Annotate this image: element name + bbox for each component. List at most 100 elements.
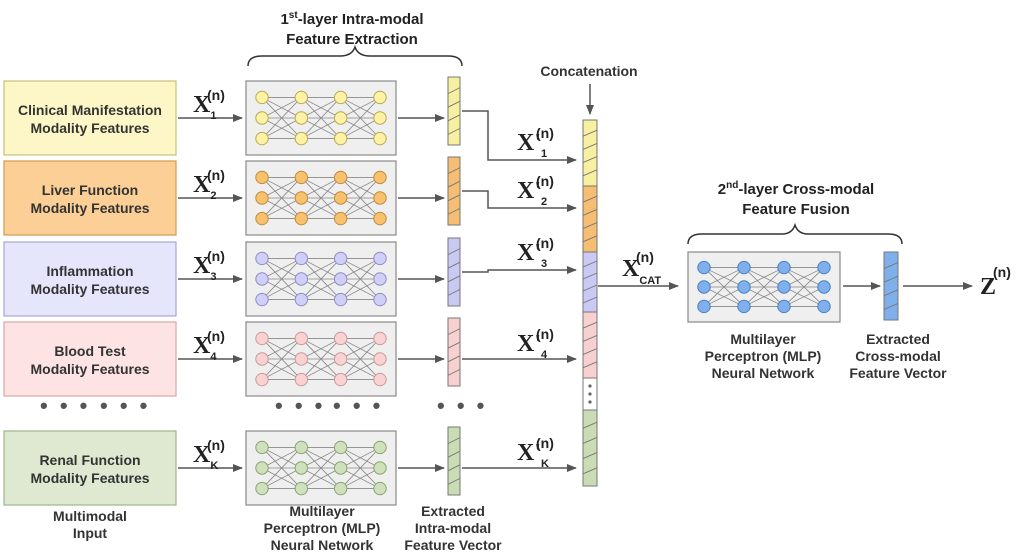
modality-2-mlp-node xyxy=(333,211,348,226)
modality-3-mlp-node xyxy=(255,272,269,286)
modality-2-mlp-node xyxy=(255,191,269,205)
modality-3-feature-sup: (n) xyxy=(536,235,554,251)
modality-2-mlp-edge xyxy=(261,177,302,219)
modality-1-box xyxy=(3,80,177,156)
modality-3-mlp-edge xyxy=(340,278,381,300)
modality-2-feature-vector-cell-line xyxy=(447,180,461,188)
fusion-mlp-net-node xyxy=(817,299,831,314)
modality-1-mlp-edge xyxy=(301,97,341,139)
modality-1-input-sup: (n) xyxy=(207,87,225,103)
modality-1-mlp-node xyxy=(333,111,348,125)
fusion-mlp-net-edge xyxy=(703,267,745,288)
modality-3-mlp-edge xyxy=(261,258,302,300)
concatenation-label: Concatenation xyxy=(540,63,637,79)
modality-1-feature-vector-cell-line xyxy=(447,114,461,122)
fusion-vector-caption-2: Cross-modal xyxy=(855,348,941,364)
modality-1-feature-sup: (n) xyxy=(536,125,554,141)
modality-3-mlp-node xyxy=(333,251,348,266)
stage2-title-line2: Feature Fusion xyxy=(742,201,850,218)
modality-5-mlp-edge xyxy=(340,447,381,489)
fusion-mlp-caption-2: Perceptron (MLP) xyxy=(705,348,822,364)
modality-2-mlp-edge xyxy=(340,177,381,219)
modality-1-mlp-node xyxy=(373,111,387,125)
fusion-mlp-net-edge xyxy=(783,267,825,288)
modality-5-feature-vector-cell-line xyxy=(447,437,461,445)
concat-ellipsis-dot xyxy=(588,392,592,396)
modality-5-mlp-edge xyxy=(301,447,341,489)
modality-4-mlp-edge xyxy=(301,358,341,380)
modality-4-feature-vector-cell-line xyxy=(447,341,461,349)
modality-2-feature-vector-cell-line xyxy=(447,167,461,175)
concat-ellipsis-dot xyxy=(588,384,592,388)
modality-1-mlp-edge xyxy=(301,117,341,139)
modality-2-mlp-edge xyxy=(340,197,381,219)
modality-2-box xyxy=(3,160,177,236)
modality-3-mlp-node xyxy=(333,272,348,286)
stage2-brace xyxy=(687,222,903,245)
modality-5-mlp-edge xyxy=(261,447,302,489)
modality-4-label-1: Blood Test xyxy=(54,343,126,359)
modality-3-feature-vector-cell-line xyxy=(447,248,461,256)
modality-3-mlp-edge xyxy=(301,258,341,300)
extracted-caption-3: Feature Vector xyxy=(404,537,502,553)
modality-1-to-concat-arrow xyxy=(462,110,577,164)
modality-5-mlp-node xyxy=(333,440,348,455)
concat-segment-4-cell-line xyxy=(582,321,598,329)
modality-3-label-2: Modality Features xyxy=(30,281,149,297)
modality-2-label-2: Modality Features xyxy=(30,200,149,216)
modality-5-mlp-node xyxy=(373,461,387,475)
modality-2-mlp-edge xyxy=(340,177,381,199)
fusion-mlp xyxy=(687,251,841,323)
stage2-title-ordinal: 2 xyxy=(718,181,726,198)
modality-1-mlp-node xyxy=(255,111,269,125)
concat-segment-6-cell-line xyxy=(582,467,598,475)
modality-1-feature-vector-cell-line xyxy=(447,100,461,108)
fusion-mlp-net-node xyxy=(817,280,831,294)
fusion-mlp-net-node xyxy=(817,260,831,275)
fusion-mlp-net-edge xyxy=(703,286,745,307)
cross-modal-feature-vector xyxy=(883,251,899,321)
modality-4-feature-vector-frame xyxy=(447,317,461,387)
modality-1-mlp-node xyxy=(294,131,309,146)
concat-segment-2-cell-line xyxy=(582,208,598,216)
modality-2-mlp-node xyxy=(255,170,269,185)
modality-2-feature-vector xyxy=(447,156,461,226)
modality-3-mlp-edge xyxy=(301,258,341,280)
concatenated-vector xyxy=(582,119,598,487)
modality-1-mlp-edge xyxy=(340,97,381,119)
modality-5-mlp-node xyxy=(333,461,348,475)
stage1-title-sup: st xyxy=(289,10,299,21)
modality-4-mlp-edge xyxy=(301,338,341,360)
mlp-caption-1: Multilayer xyxy=(289,503,355,519)
modality-3-input-sup: (n) xyxy=(207,248,225,264)
modality-4-mlp xyxy=(245,321,397,397)
modality-1-mlp-edge xyxy=(261,117,302,139)
modality-3-mlp-node xyxy=(333,292,348,307)
fusion-vector-cell-line xyxy=(883,289,899,297)
fusion-mlp-net-edge xyxy=(783,267,825,307)
fusion-mlp-net-node xyxy=(697,280,711,294)
multimodal-input-caption-1: Multimodal xyxy=(53,508,127,524)
modality-5-mlp-edge xyxy=(261,467,302,489)
concat-segment-3 xyxy=(582,251,598,313)
modality-2-mlp-edge xyxy=(301,177,341,199)
modality-5-label-1: Renal Function xyxy=(39,452,140,468)
fusion-mlp-net-node xyxy=(777,280,791,294)
ellipsis-mlp-a: • • • xyxy=(275,393,325,418)
concat-ellipsis-dot xyxy=(588,400,592,404)
modality-4-mlp-node xyxy=(373,352,387,366)
modality-4-mlp-edge xyxy=(301,338,341,380)
fusion-mlp-net-edge xyxy=(743,267,785,307)
fusion-mlp-net-edge xyxy=(743,286,785,307)
concat-segment-3-cell-line xyxy=(582,260,598,268)
modality-4-mlp-edge xyxy=(340,338,381,360)
modality-4-mlp-edge xyxy=(340,338,381,380)
modality-1-feature-vector-cell-line xyxy=(447,127,461,135)
modality-2-mlp-edge xyxy=(261,177,302,199)
modality-5-input-sup: (n) xyxy=(207,437,225,453)
modality-5-mlp-edge xyxy=(301,467,341,489)
modality-2-mlp-node xyxy=(333,191,348,205)
modality-5-mlp-edge xyxy=(261,447,302,469)
modality-4-box xyxy=(3,321,177,397)
modality-4-input-sup: (n) xyxy=(207,328,225,344)
